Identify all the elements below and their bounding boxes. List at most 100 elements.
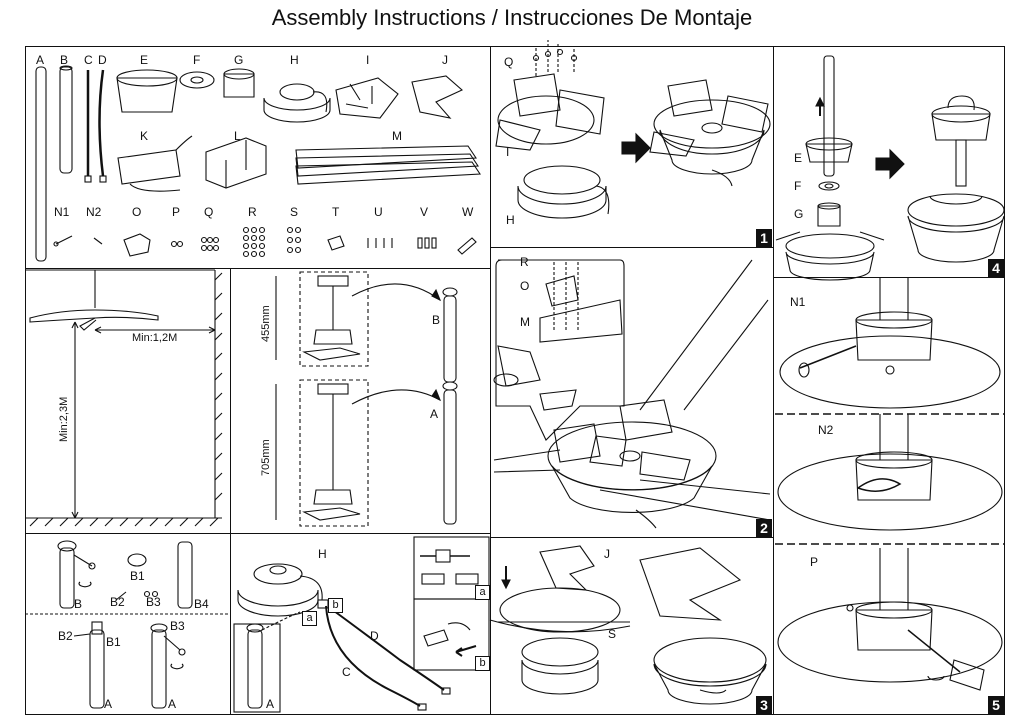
part-d-wire <box>98 69 105 177</box>
step-5-number: 5 <box>988 696 1004 714</box>
part-j-blade-bracket <box>411 75 464 119</box>
part-label-t: T <box>332 205 340 219</box>
step-1-q: Q <box>504 55 514 69</box>
rod-detail-b2: B2 <box>110 595 125 609</box>
rod-detail-a: A <box>104 697 113 711</box>
part-f-ring <box>179 71 215 89</box>
part-v-nuts <box>417 237 437 249</box>
short-rod-length: 455mm <box>260 305 272 342</box>
part-label-r: R <box>248 205 257 219</box>
part-label-w: W <box>462 205 474 219</box>
step-3-number: 3 <box>756 696 772 714</box>
part-label-p: P <box>172 205 181 219</box>
arrow-to-rod-b <box>351 283 441 301</box>
rod-a-label: A <box>430 407 439 421</box>
arrow-to-rod-a <box>351 389 441 405</box>
wiring-d: D <box>370 629 379 643</box>
part-b-short-rod <box>59 66 73 174</box>
part-g-collar <box>223 73 255 98</box>
part-label-n2: N2 <box>86 205 102 219</box>
part-label-k: K <box>140 129 149 143</box>
part-label-b: B <box>60 53 69 67</box>
part-m-blades <box>295 145 477 169</box>
step-5-n2: N2 <box>818 423 834 437</box>
rod-b-label: B <box>432 313 441 327</box>
step-3-s: S <box>608 627 617 641</box>
step-1-h: H <box>506 213 515 227</box>
part-label-h: H <box>290 53 299 67</box>
part-a-long-rod <box>35 66 47 262</box>
wire-d-drawing <box>329 607 445 691</box>
rod-detail-a4: A <box>168 697 177 711</box>
step-1-arrow <box>621 132 651 164</box>
part-label-f: F <box>193 53 201 67</box>
wire-c-drawing <box>325 605 421 707</box>
wiring-tag-b: b <box>328 598 343 613</box>
rod-detail-a1: B1 <box>106 635 121 649</box>
part-label-c: C <box>84 53 93 67</box>
fan-blades-side <box>29 309 159 323</box>
part-label-g: G <box>234 53 244 67</box>
rod-detail-b4: B4 <box>194 597 209 611</box>
min-height-clearance: Min:2,3M <box>58 396 70 442</box>
step-4-g: G <box>794 207 804 221</box>
part-h-motor <box>263 97 331 123</box>
part-label-e: E <box>140 53 149 67</box>
part-label-s: S <box>290 205 299 219</box>
part-label-m: M <box>392 129 402 143</box>
step-2-number: 2 <box>756 519 772 537</box>
part-label-j: J <box>442 53 448 67</box>
step-3-j: J <box>604 547 610 561</box>
part-label-u: U <box>374 205 383 219</box>
part-q-screws <box>200 236 220 252</box>
wiring-sub-a: a <box>475 585 490 600</box>
part-l-mount-bracket <box>205 137 267 189</box>
part-label-o: O <box>132 205 142 219</box>
page-title: Assembly Instructions / Instrucciones De… <box>271 5 753 30</box>
part-label-v: V <box>420 205 429 219</box>
rod-detail-a3: B3 <box>170 619 185 633</box>
step-4-number: 4 <box>988 259 1004 277</box>
part-w-tool <box>457 237 477 255</box>
step-5-panel <box>773 277 1005 715</box>
wiring-tag-a: a <box>302 611 317 626</box>
part-n1-pin <box>55 235 73 245</box>
rod-a-drawing <box>443 389 457 525</box>
min-side-clearance: Min:1,2M <box>132 332 178 344</box>
wiring-sub-b: b <box>475 656 490 671</box>
part-label-i: I <box>366 53 370 67</box>
step-5-p: P <box>810 555 819 569</box>
wiring-h: H <box>318 547 327 561</box>
step-4-f: F <box>794 179 802 193</box>
rod-detail-b: B <box>74 597 83 611</box>
part-label-d: D <box>98 53 107 67</box>
step-2-r: R <box>520 255 529 269</box>
part-t-connector <box>327 235 345 251</box>
part-label-l: L <box>234 129 241 143</box>
part-r-screws <box>242 226 266 258</box>
step-2-o: O <box>520 279 530 293</box>
step-4-arrow <box>875 148 905 180</box>
part-k-receiver <box>117 149 181 185</box>
part-n2-clip <box>93 237 103 245</box>
part-label-a: A <box>36 53 45 67</box>
step-1-number: 1 <box>756 229 772 247</box>
part-u-screws <box>367 238 393 248</box>
long-rod-length: 705mm <box>260 439 272 476</box>
part-i-bracket-plate <box>335 77 399 119</box>
part-label-q: Q <box>204 205 214 219</box>
part-label-n1: N1 <box>54 205 70 219</box>
part-s-screws <box>286 226 302 254</box>
part-p-screw <box>170 240 178 248</box>
step-2-m: M <box>520 315 530 329</box>
rod-detail-a2: B2 <box>58 629 73 643</box>
part-o-plates <box>123 233 151 257</box>
step-5-n1: N1 <box>790 295 806 309</box>
rod-detail-b3: B3 <box>146 595 161 609</box>
wiring-c: C <box>342 665 351 679</box>
step-4-e: E <box>794 151 803 165</box>
step-1-i: I <box>506 145 510 159</box>
rod-detail-b1: B1 <box>130 569 145 583</box>
rod-b-drawing <box>443 295 457 383</box>
